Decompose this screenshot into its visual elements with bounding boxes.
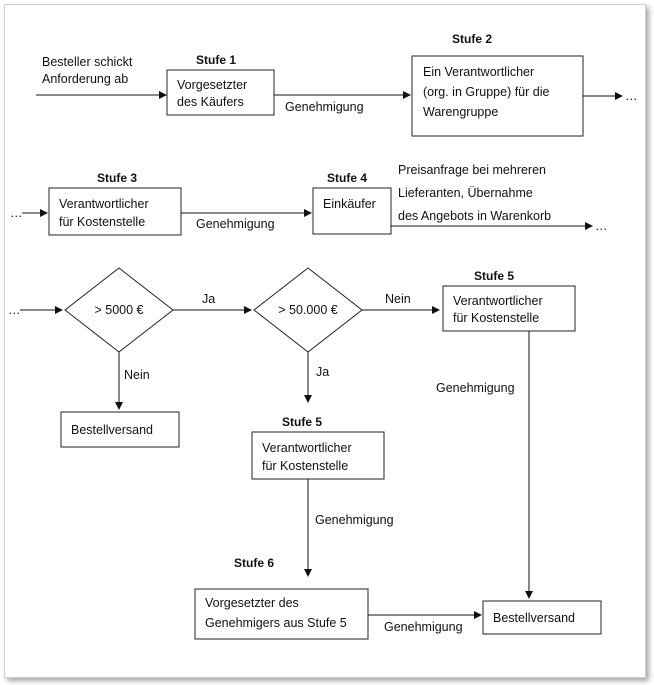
- box-buyer: [312, 187, 392, 235]
- yes-label-1: Ja: [202, 292, 215, 306]
- start-label-line-2: Anforderung ab: [42, 72, 128, 86]
- box-cost-center-top-line-1: Verantwortlicher: [453, 294, 543, 308]
- stage-2-label: Stufe 2: [452, 32, 492, 46]
- box-cost-center-top-line-2: für Kostenstelle: [453, 311, 539, 325]
- buyer-note-line-1: Preisanfrage bei mehreren: [398, 163, 546, 177]
- stage-4-label: Stufe 4: [327, 171, 367, 185]
- box-supervisor-approver: [194, 588, 369, 640]
- approval-label-4: Genehmigung: [315, 513, 394, 527]
- approval-label-5: Genehmigung: [384, 620, 463, 634]
- box-cost-center-mid-line-2: für Kostenstelle: [262, 459, 348, 473]
- stage-5-label-top: Stufe 5: [474, 269, 514, 283]
- box-supervisor: [166, 69, 275, 116]
- stage-3-label: Stufe 3: [97, 171, 137, 185]
- no-label-2: Nein: [385, 292, 411, 306]
- stage-5-label-mid: Stufe 5: [282, 415, 322, 429]
- approval-label-2: Genehmigung: [196, 217, 275, 231]
- start-label-line-1: Besteller schickt: [42, 55, 133, 69]
- box-order-send-2-label: Bestellversand: [493, 611, 575, 625]
- box-supervisor-line-2: des Käufers: [177, 95, 244, 109]
- box-supervisor-approver-line-1: Vorgesetzter des: [205, 596, 299, 610]
- box-cost-center-1-line-1: Verantwortlicher: [59, 197, 149, 211]
- box-group-line-3: Warengruppe: [423, 105, 498, 119]
- ellipsis-1: …: [625, 89, 638, 103]
- ellipsis-2: …: [10, 206, 23, 220]
- stage-1-label: Stufe 1: [196, 53, 236, 67]
- box-cost-center-1: [48, 187, 182, 236]
- box-group-line-1: Ein Verantwortlicher: [423, 65, 534, 79]
- yes-label-2: Ja: [316, 365, 329, 379]
- approval-label-3: Genehmigung: [436, 381, 515, 395]
- box-supervisor-approver-line-2: Genehmigers aus Stufe 5: [205, 616, 347, 630]
- stage-6-label: Stufe 6: [234, 556, 274, 570]
- approval-label-1: Genehmigung: [285, 100, 364, 114]
- ellipsis-4: …: [8, 303, 21, 317]
- ellipsis-3: …: [595, 219, 608, 233]
- buyer-note-line-2: Lieferanten, Übernahme: [398, 186, 533, 200]
- box-group-line-2: (org. in Gruppe) für die: [423, 85, 549, 99]
- box-buyer-label: Einkäufer: [323, 197, 376, 211]
- decision-5000-label: > 5000 €: [94, 303, 143, 317]
- no-label-1: Nein: [124, 368, 150, 382]
- box-order-send-1: [60, 411, 180, 448]
- box-supervisor-line-1: Vorgesetzter: [177, 78, 247, 92]
- box-cost-center-mid: [251, 431, 385, 480]
- box-cost-center-1-line-2: für Kostenstelle: [59, 215, 145, 229]
- box-group-responsible: [411, 55, 584, 137]
- buyer-note-line-3: des Angebots in Warenkorb: [398, 209, 551, 223]
- box-cost-center-mid-line-1: Verantwortlicher: [262, 441, 352, 455]
- box-order-send-1-label: Bestellversand: [71, 423, 153, 437]
- box-order-send-2: [482, 600, 602, 635]
- decision-50000-label: > 50.000 €: [278, 303, 337, 317]
- box-cost-center-top: [442, 285, 576, 332]
